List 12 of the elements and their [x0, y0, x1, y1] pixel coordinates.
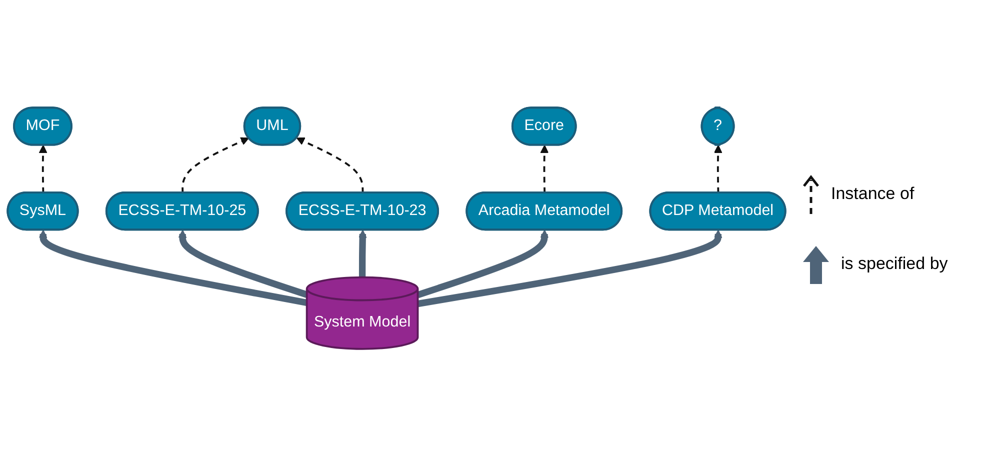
arrow — [416, 230, 549, 298]
arrow — [296, 138, 364, 194]
arrow — [417, 230, 722, 308]
arrow — [38, 230, 308, 306]
arrow — [38, 145, 48, 194]
legend-label: Instance of — [831, 184, 914, 204]
arrow — [714, 145, 722, 194]
arrow — [540, 145, 549, 194]
legend-label: is specified by — [841, 254, 948, 274]
arrow — [182, 138, 250, 194]
arrow — [358, 230, 367, 278]
arrow — [178, 230, 308, 298]
